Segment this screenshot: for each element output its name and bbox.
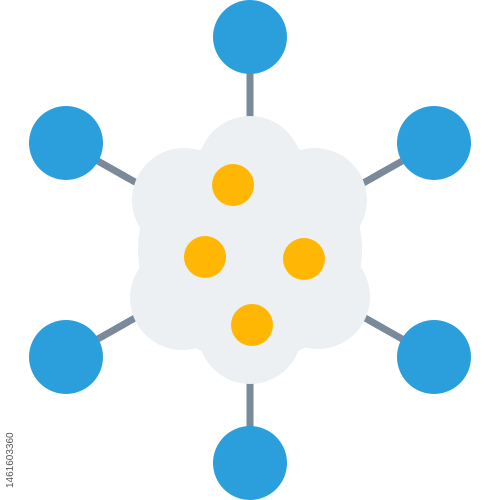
outer-nodes xyxy=(29,0,471,500)
stock-id-text: 1461603360 xyxy=(5,432,16,488)
particle-right xyxy=(283,238,325,280)
bottom-node xyxy=(213,426,287,500)
particle-top xyxy=(212,164,254,206)
core-lobe-top-right xyxy=(263,148,367,252)
top-left-node xyxy=(29,106,103,180)
particle-bottom xyxy=(231,304,273,346)
core-particles xyxy=(184,164,325,346)
particle-left xyxy=(184,236,226,278)
top-right-node xyxy=(397,106,471,180)
stock-id-label: 1461603360 xyxy=(5,432,16,488)
bottom-left-node xyxy=(29,320,103,394)
top-node xyxy=(213,0,287,74)
bottom-right-node xyxy=(397,320,471,394)
core-lobe-top-left xyxy=(132,148,236,252)
